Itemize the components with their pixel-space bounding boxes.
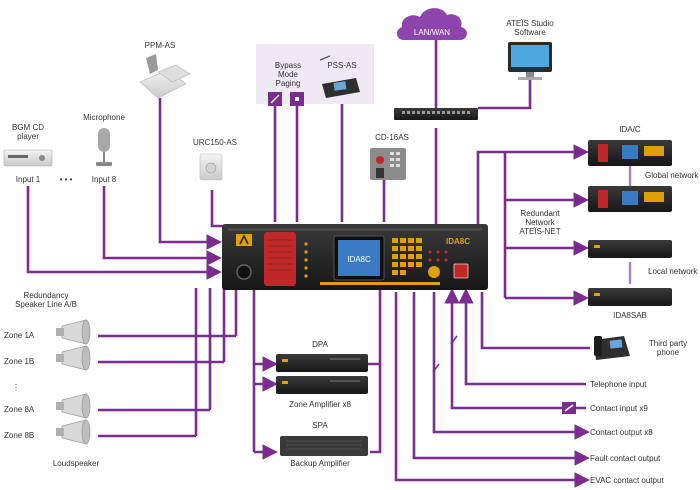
contact-input-label: Contact input x9 — [590, 404, 648, 413]
wire-studio-switch — [478, 80, 532, 110]
idac-label: IDA/C — [619, 125, 641, 134]
zone-amplifier-2 — [276, 376, 368, 394]
pss-label: PSS-AS — [327, 61, 356, 70]
spa-label: SPA — [312, 421, 328, 430]
ppm-as: PPM-AS — [139, 41, 191, 99]
wire-contact-out — [432, 292, 590, 440]
screen-logo: IDA8C — [347, 255, 371, 264]
network-switch — [394, 108, 478, 120]
wire-input8 — [102, 186, 222, 266]
contact-output-label: Contact output x8 — [590, 428, 653, 437]
fault-output-label: Fault contact output — [590, 454, 661, 463]
pss-gooseneck — [319, 55, 331, 61]
speaker-grille-icon — [264, 232, 296, 286]
bypass-label-2: Mode — [278, 70, 299, 79]
zone8a-label: Zone 8A — [4, 405, 35, 414]
connection-wires — [26, 40, 632, 488]
local-network-label: Local network — [648, 267, 698, 276]
third-party-phone: Third party phone — [594, 336, 687, 360]
input8-label: Input 8 — [92, 175, 117, 184]
ida8c-unit-1: IDA/C — [588, 125, 672, 166]
control-buttons — [392, 238, 422, 275]
bgm-cd-player: BGM CD player Input 1 — [3, 123, 53, 184]
ppm-label: PPM-AS — [145, 41, 176, 50]
zone-ellipsis: ⋮ — [12, 383, 20, 392]
phone-label-2: phone — [657, 348, 680, 357]
cd-16as: CD-16AS — [370, 133, 409, 180]
mic-label: Microphone — [83, 113, 125, 122]
bgm-label-1: BGM CD — [12, 123, 44, 132]
wire-phone — [480, 292, 590, 350]
bgm-label-2: player — [17, 132, 39, 141]
mic-jack-icon — [236, 264, 252, 280]
input1-label: Input 1 — [16, 175, 41, 184]
wire-evac — [394, 292, 590, 488]
zone8b-label: Zone 8B — [4, 431, 34, 440]
zone1a-label: Zone 1A — [4, 331, 35, 340]
microphone-icon — [98, 128, 110, 152]
horn-speaker-zone8a — [56, 393, 91, 419]
zone-amp-label: Zone Amplifier x8 — [289, 400, 351, 409]
global-network-label: Global network — [645, 171, 699, 180]
redundant-label-2: Network — [525, 218, 555, 227]
lan-wan-label: LAN/WAN — [414, 28, 450, 37]
telephone-input-label: Telephone input — [590, 380, 647, 389]
studio-software: ATEÏS Studio Software — [506, 19, 554, 80]
cd16-label: CD-16AS — [375, 133, 409, 142]
evac-button — [453, 263, 469, 279]
zone-amplifier-1 — [276, 354, 368, 372]
wire-urc — [210, 190, 228, 228]
idasab-unit-2 — [588, 288, 672, 306]
bypass-label-1: Bypass — [275, 61, 301, 70]
wire-contact-in — [444, 288, 586, 410]
backup-amplifier — [280, 436, 368, 456]
call-desk-icon — [370, 148, 406, 180]
redundant-label-3: ATEÏS-NET — [519, 227, 560, 236]
bypass-label-3: Paging — [276, 79, 301, 88]
phone-label-1: Third party — [649, 339, 687, 348]
main-logo: IDA8C — [446, 237, 470, 246]
microphone: Microphone Input 8 — [83, 113, 125, 184]
wire-slashes — [432, 335, 458, 373]
evac-output-label: EVAC contact output — [590, 476, 664, 485]
contact-input-marker — [562, 402, 576, 414]
horn-speaker-zone1b — [56, 345, 91, 371]
backup-amp-label: Backup Amplifier — [290, 459, 350, 468]
idasab-label: IDA8SAB — [613, 311, 647, 320]
studio-label-2: Software — [514, 28, 546, 37]
horn-speaker-zone1a — [56, 319, 91, 345]
ida8c-unit-2 — [588, 186, 672, 212]
dpa-label: DPA — [312, 340, 329, 349]
redundant-label-1: Redundant — [520, 209, 560, 218]
wire-ppm — [158, 98, 222, 250]
wire-fault — [412, 292, 590, 466]
ppm-gooseneck — [146, 54, 158, 74]
bypass-connectors — [268, 92, 304, 106]
redundancy-label-2: Speaker Line A/B — [15, 300, 77, 309]
wire-ida8c-1 — [476, 144, 589, 226]
idasab-unit-1 — [588, 240, 672, 258]
volume-knob-icon — [428, 266, 440, 278]
horn-speaker-zone8b — [56, 419, 91, 445]
urc150-as: URC150-AS — [193, 138, 237, 181]
wire-telephone — [458, 288, 586, 386]
zone1b-label: Zone 1B — [4, 357, 34, 366]
loudspeaker-label: Loudspeaker — [53, 459, 100, 468]
wire-amp-return — [368, 362, 382, 454]
wire-input1 — [26, 186, 222, 280]
ida8c-main-unit: IDA8C IDA8C — [222, 224, 488, 290]
urc-label: URC150-AS — [193, 138, 237, 147]
input-ellipsis: • • • — [60, 175, 73, 184]
redundancy-label-1: Redundancy — [24, 291, 69, 300]
studio-label-1: ATEÏS Studio — [506, 19, 554, 28]
lan-wan-cloud: LAN/WAN — [396, 8, 467, 40]
